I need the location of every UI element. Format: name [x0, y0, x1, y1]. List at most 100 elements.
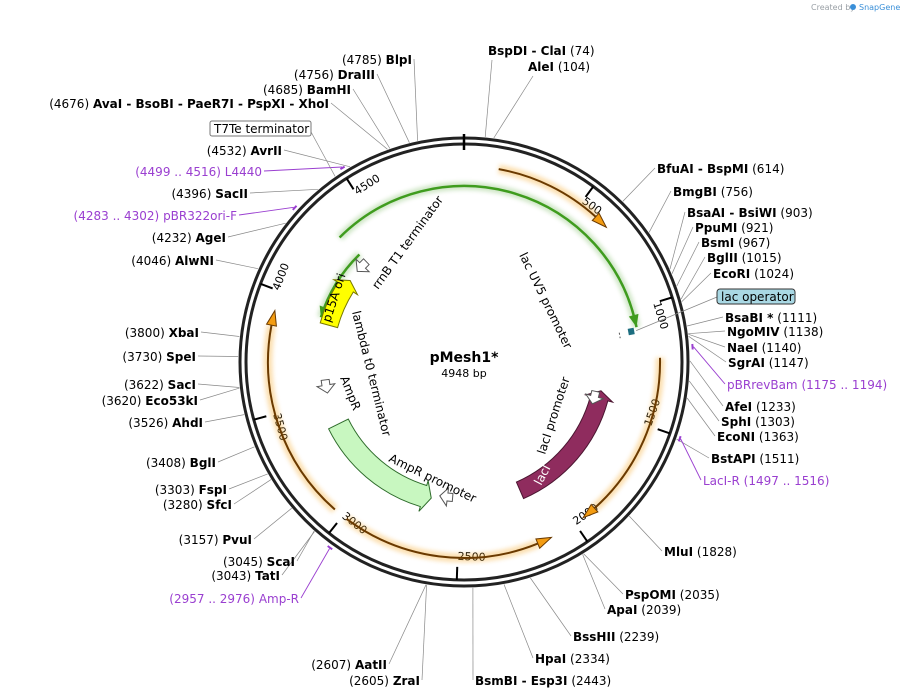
lac-operator-box: lac operator	[716, 288, 796, 305]
primer-leader	[680, 438, 702, 481]
ampr-arrow	[327, 418, 432, 512]
site-name: BssHII	[573, 630, 615, 644]
watermark-snapgene: SnapGene	[859, 3, 900, 12]
site-label: HpaI (2334)	[535, 652, 610, 666]
primer-name: L4440	[225, 165, 262, 179]
site-leader	[227, 222, 286, 238]
site-name: SgrAI	[728, 356, 765, 370]
site-position: (1828)	[697, 545, 737, 559]
site-leader	[199, 387, 240, 401]
site-leader	[484, 59, 493, 138]
site-label: AleI (104)	[528, 60, 590, 74]
site-name: PvuI	[222, 533, 252, 547]
site-name: Eco53kI	[145, 394, 198, 408]
site-label: (3622) SacI	[124, 378, 196, 392]
site-position: (1363)	[759, 430, 799, 444]
site-leader	[530, 577, 572, 637]
site-name: DraIII	[338, 68, 375, 82]
primer-name: pBR322ori-F	[163, 209, 237, 223]
site-leader	[228, 473, 268, 490]
site-label: BsmI (967)	[701, 236, 770, 250]
site-position: (2239)	[619, 630, 659, 644]
site-leader-lines	[197, 58, 727, 681]
site-name: FspI	[199, 483, 227, 497]
orf-arrow-right	[581, 357, 665, 519]
orf-arrow-bottom	[343, 515, 553, 563]
site-label: AfeI (1233)	[725, 400, 796, 414]
site-position: (4532)	[207, 144, 247, 158]
site-position: (2334)	[570, 652, 610, 666]
site-label: SphI (1303)	[721, 415, 795, 429]
primer-leader	[300, 548, 330, 599]
lac-operator-leader	[636, 296, 718, 331]
site-leader	[233, 479, 272, 505]
site-leader	[676, 241, 700, 287]
primer-mark	[677, 435, 682, 442]
site-leader	[413, 58, 418, 141]
ruler-tick	[584, 185, 595, 198]
site-position: (3043)	[211, 569, 251, 583]
primer-mark	[327, 545, 333, 551]
primer-name: pBRrevBam	[727, 378, 798, 392]
site-leader	[197, 355, 239, 357]
site-labels: BspDI - ClaI (74)AleI (104)BfuAI - BspMI…	[49, 44, 887, 688]
feature-arrows	[263, 164, 694, 563]
site-label: (3303) FspI	[155, 483, 227, 497]
site-position: (1024)	[754, 267, 794, 281]
ruler-tick	[659, 296, 673, 303]
site-label: BfuAI - BspMI (614)	[657, 162, 784, 176]
site-name: BsmI	[701, 236, 734, 250]
site-name: AgeI	[196, 231, 226, 245]
site-name: BamHI	[307, 83, 351, 97]
laci-promoter-arrow	[584, 389, 605, 405]
feature-label-lambda-t0: lambda t0 terminator	[349, 309, 394, 437]
site-position: (4046)	[131, 254, 171, 268]
orf-arrow-left	[263, 309, 338, 513]
site-position: (3800)	[125, 326, 165, 340]
site-leader	[688, 335, 727, 363]
site-label: (3408) BglI	[146, 456, 216, 470]
site-position: (1015)	[742, 251, 782, 265]
site-leader	[669, 211, 686, 270]
site-name: SphI	[721, 415, 751, 429]
site-label: BstAPI (1511)	[711, 452, 799, 466]
lambda-t0-terminator-arrow	[315, 378, 336, 394]
site-leader	[200, 331, 240, 337]
site-label: BsmBI - Esp3I (2443)	[475, 674, 611, 688]
plasmid-name: pMesh1*	[430, 350, 499, 366]
primer-label: pBRrevBam (1175 .. 1194)	[727, 378, 887, 392]
site-label: (4396) SacII	[171, 187, 248, 201]
site-name: SfcI	[207, 498, 232, 512]
site-position: (903)	[780, 206, 812, 220]
site-position: (921)	[741, 221, 773, 235]
site-name: AleI	[528, 60, 554, 74]
site-name: AvaI - BsoBI - PaeR7I - PspXI - XhoI	[93, 97, 329, 111]
site-label: NgoMIV (1138)	[727, 325, 823, 339]
site-position: (1511)	[759, 452, 799, 466]
site-name: EcoNI	[717, 430, 755, 444]
primer-mark	[339, 165, 346, 171]
site-label: BmgBI (756)	[673, 185, 753, 199]
ruler-tick	[657, 428, 671, 435]
orf-arrow-top-right	[497, 164, 608, 229]
site-leader	[249, 188, 319, 194]
ruler-tick	[328, 522, 338, 534]
site-leader	[421, 584, 427, 681]
primer-range: (1175 .. 1194)	[801, 378, 887, 392]
site-leader	[681, 272, 712, 302]
ampr-promoter-arrow	[439, 486, 454, 508]
site-name: BmgBI	[673, 185, 717, 199]
site-position: (2039)	[641, 603, 681, 617]
site-position: (1303)	[755, 415, 795, 429]
site-label: (3730) SpeI	[122, 350, 196, 364]
site-position: (3620)	[102, 394, 142, 408]
site-position: (614)	[752, 162, 784, 176]
site-name: ZraI	[393, 674, 420, 688]
site-position: (4676)	[49, 97, 89, 111]
site-position: (4685)	[263, 83, 303, 97]
primer-label: (4499 .. 4516) L4440	[135, 165, 262, 179]
site-position: (2035)	[680, 588, 720, 602]
site-name: PspOMI	[625, 588, 676, 602]
site-leader	[197, 383, 240, 388]
site-position: (2605)	[349, 674, 389, 688]
